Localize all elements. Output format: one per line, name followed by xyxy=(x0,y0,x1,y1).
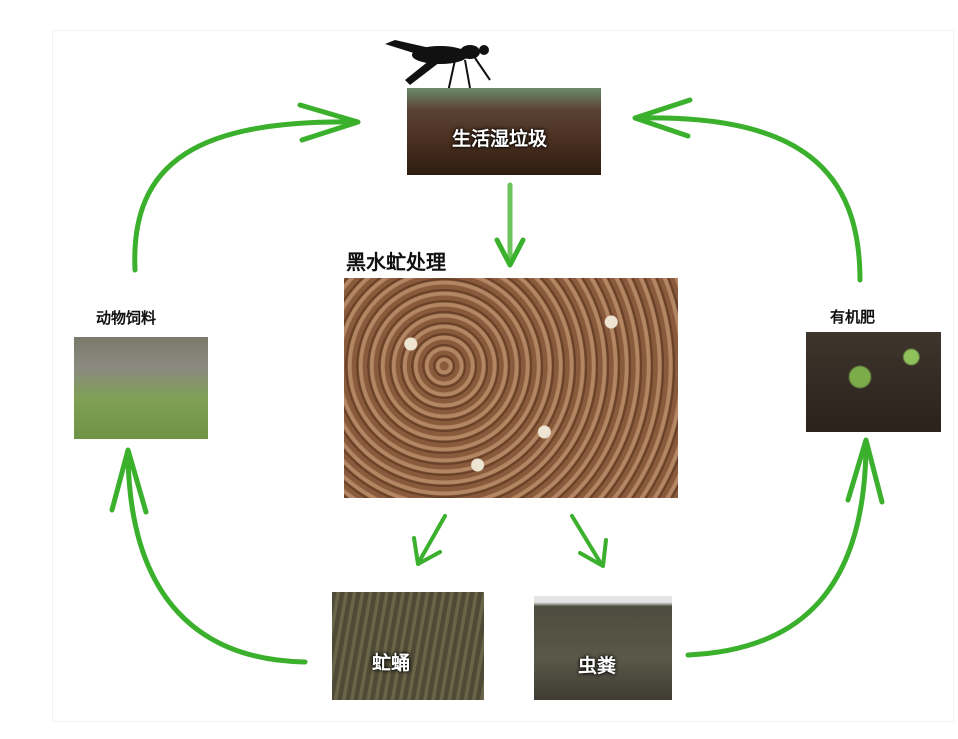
diagram-frame xyxy=(52,30,954,722)
feed-label: 动物饲料 xyxy=(96,309,157,327)
arrowhead-waste-to-process xyxy=(494,237,526,268)
seedling-image xyxy=(806,332,941,432)
fly-icon xyxy=(385,40,491,93)
arrowhead-frass-to-fertilizer xyxy=(845,437,885,505)
arrowhead-feed-to-waste xyxy=(297,102,361,143)
arrowhead-fertilizer-to-waste xyxy=(632,97,693,139)
pupae-image xyxy=(332,592,484,700)
frass-image xyxy=(534,596,672,700)
arrow-process-to-frass xyxy=(570,514,602,564)
arrow-fertilizer-to-waste xyxy=(637,115,863,283)
larvae-image xyxy=(344,278,678,498)
waste-image xyxy=(407,88,601,175)
chickens-image xyxy=(74,337,208,439)
arrowhead-pupae-to-feed xyxy=(109,447,149,515)
pupae-label: 虻蛹 xyxy=(372,652,411,674)
arrowhead-process-to-pupae xyxy=(412,536,442,566)
fertilizer-label: 有机肥 xyxy=(830,308,876,326)
arrow-pupae-to-feed xyxy=(125,452,308,665)
arrowhead-process-to-frass xyxy=(578,538,608,568)
frass-label: 虫粪 xyxy=(578,655,617,677)
arrow-feed-to-waste xyxy=(132,119,358,273)
process-label: 黑水虻处理 xyxy=(346,250,446,274)
arrow-frass-to-fertilizer xyxy=(685,442,869,658)
waste-label: 生活湿垃圾 xyxy=(452,128,548,150)
arrow-process-to-pupae xyxy=(418,514,447,562)
